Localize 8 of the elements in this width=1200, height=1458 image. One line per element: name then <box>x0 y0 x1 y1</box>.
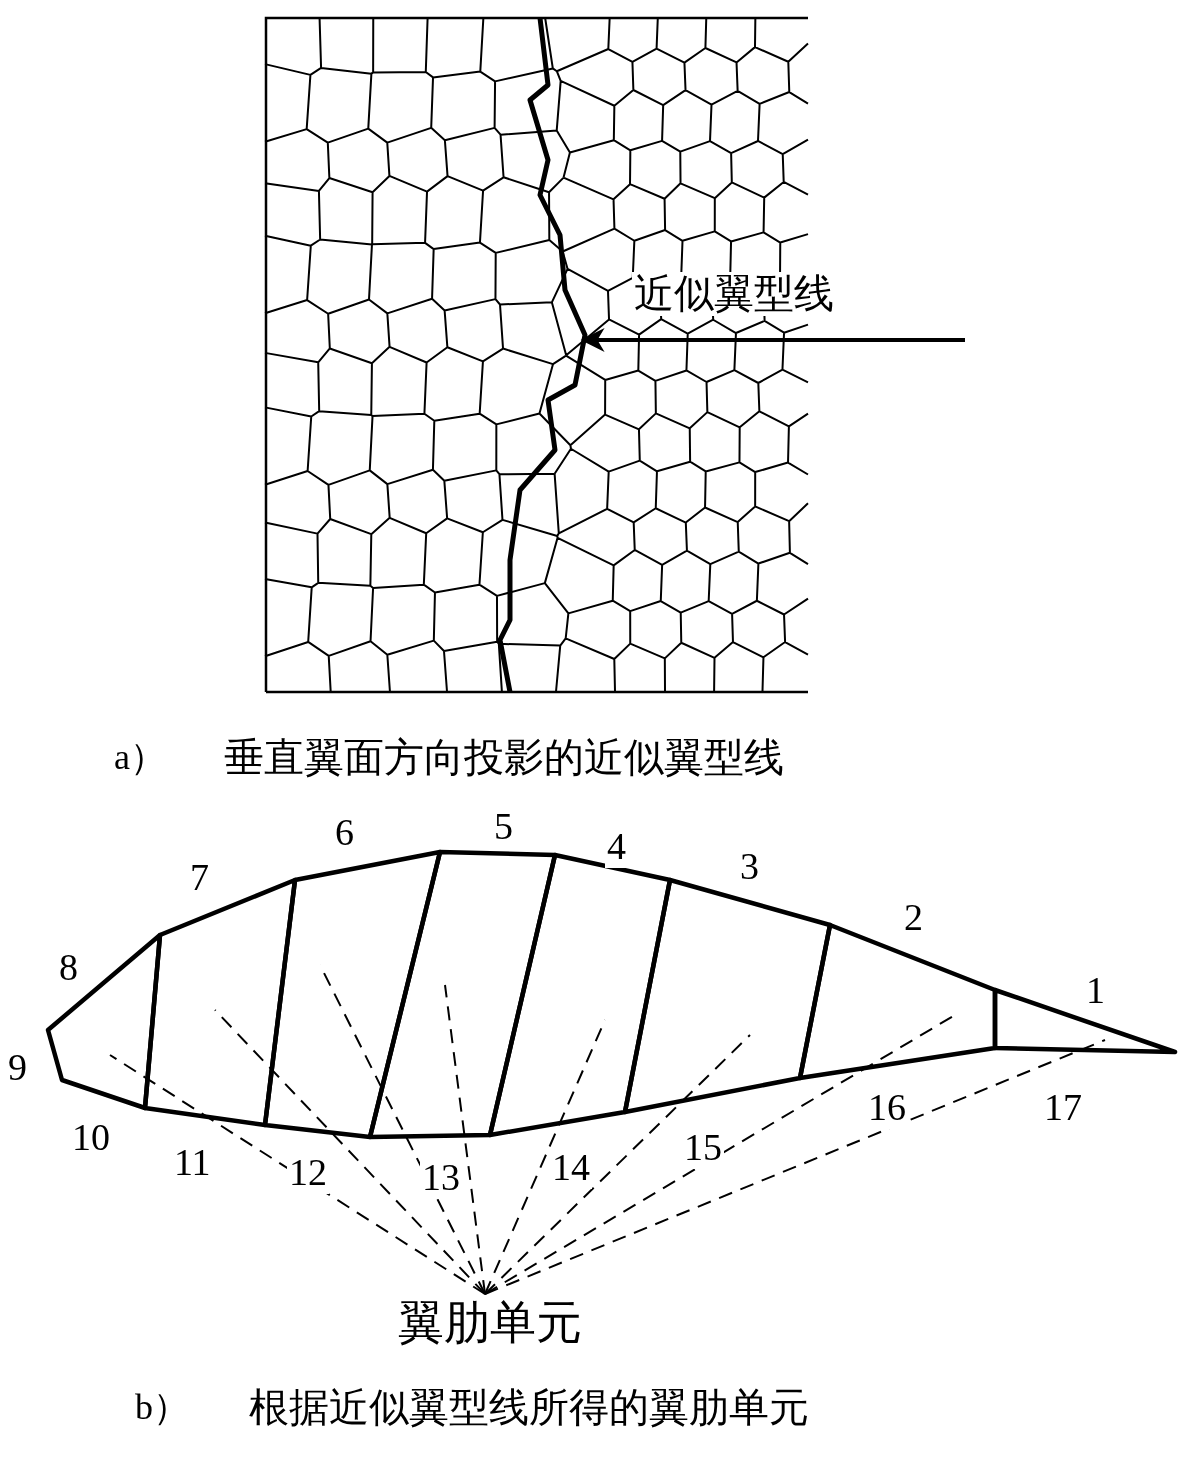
figure-caption: 垂直翼面方向投影的近似翼型线 <box>222 736 786 780</box>
leader-line <box>444 984 486 1295</box>
airfoil-profile-line <box>497 17 588 693</box>
leader-line <box>214 1009 486 1295</box>
leader-line <box>484 1039 1106 1295</box>
callout-label: 近似翼型线 <box>632 272 836 316</box>
leader-line <box>484 1034 751 1295</box>
leader-line <box>109 1054 486 1295</box>
